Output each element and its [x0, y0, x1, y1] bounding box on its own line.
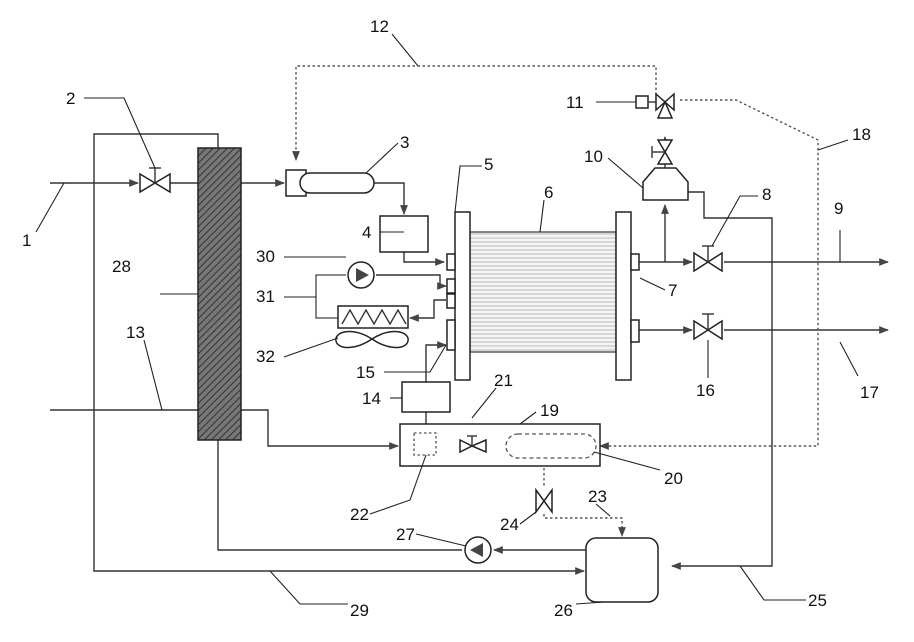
line-3-to-4 [372, 183, 404, 214]
label-8: 8 [762, 185, 771, 204]
humidifier-3 [286, 170, 374, 196]
label-9: 9 [834, 199, 843, 218]
line-stack-to-31 [410, 300, 446, 318]
label-28: 28 [112, 257, 131, 276]
tank-19 [400, 424, 600, 466]
label-16: 16 [696, 381, 715, 400]
leader-lines [36, 34, 858, 604]
valve-24 [535, 490, 553, 512]
line-exchanger-to-19 [241, 410, 398, 446]
label-22: 22 [350, 505, 369, 524]
line-4-to-stack [404, 252, 444, 262]
fuel-cell-stack-6 [447, 212, 639, 380]
line-30-to-stack [376, 275, 446, 286]
label-19: 19 [540, 401, 559, 420]
label-20: 20 [664, 469, 683, 488]
label-18: 18 [852, 125, 871, 144]
label-15: 15 [356, 363, 375, 382]
three-way-valve-11 [596, 94, 674, 118]
pump-27 [465, 537, 491, 563]
radiator-31 [338, 306, 408, 328]
label-17: 17 [860, 383, 879, 402]
valve-8 [694, 246, 722, 271]
fan-32 [336, 331, 408, 347]
label-30: 30 [256, 247, 275, 266]
label-14: 14 [362, 389, 381, 408]
valve-2 [140, 168, 170, 192]
label-12: 12 [370, 17, 389, 36]
label-4: 4 [362, 223, 371, 242]
tank-26 [586, 538, 658, 602]
signal-line-12 [296, 66, 656, 160]
label-32: 32 [256, 347, 275, 366]
label-23: 23 [588, 487, 607, 506]
label-2: 2 [66, 89, 75, 108]
label-13: 13 [126, 323, 145, 342]
valve-above-10 [652, 140, 672, 164]
component-14 [402, 382, 450, 412]
label-7: 7 [668, 281, 677, 300]
valve-16 [694, 314, 722, 339]
label-6: 6 [544, 183, 553, 202]
label-10: 10 [584, 147, 603, 166]
line-10-drain [672, 192, 772, 566]
heat-exchanger-28 [198, 148, 241, 440]
label-26: 26 [554, 601, 573, 620]
label-31: 31 [256, 287, 275, 306]
component-4 [380, 216, 428, 252]
label-27: 27 [396, 525, 415, 544]
label-5: 5 [484, 155, 493, 174]
label-1: 1 [22, 231, 31, 250]
pump-30 [348, 262, 374, 288]
label-3: 3 [400, 133, 409, 152]
label-24: 24 [500, 515, 519, 534]
label-11: 11 [566, 93, 584, 112]
separator-10 [643, 168, 688, 200]
line-24-to-26 [544, 514, 622, 536]
label-25: 25 [808, 591, 827, 610]
label-29: 29 [350, 601, 369, 620]
label-21: 21 [494, 371, 513, 390]
